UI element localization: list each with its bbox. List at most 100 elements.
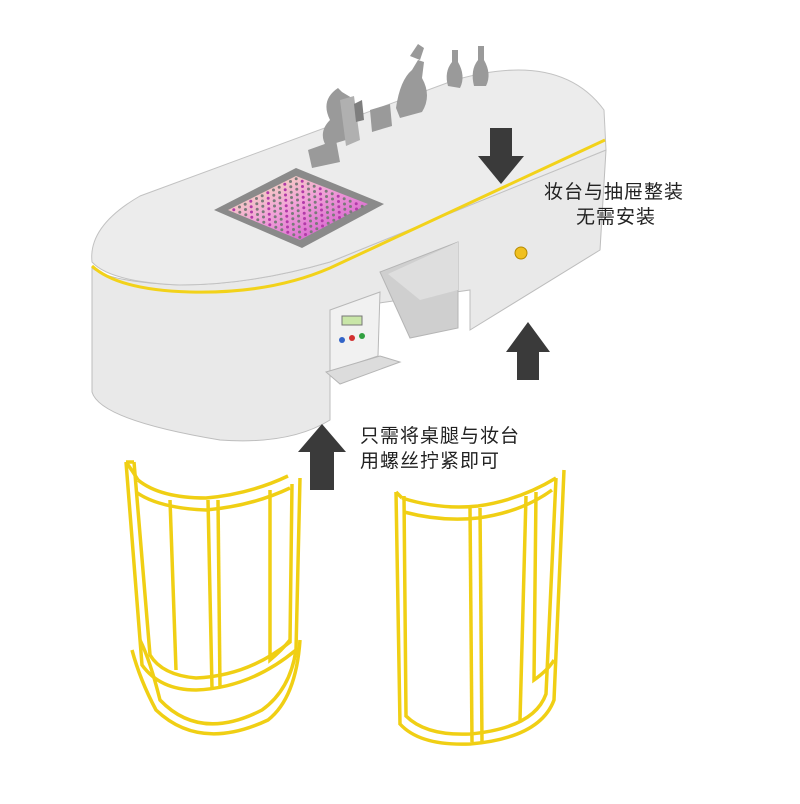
led-dot	[306, 182, 310, 186]
led-dot	[295, 193, 299, 197]
led-dot	[232, 208, 236, 212]
led-dot	[250, 210, 253, 214]
led-dot	[308, 208, 312, 212]
led-dot	[308, 214, 312, 218]
led-dot	[280, 228, 284, 232]
vanity-table	[90, 44, 607, 442]
led-dot	[342, 197, 346, 201]
control-display	[341, 315, 363, 326]
annotation-top-right: 妆台与抽屉整装 无需安装	[544, 180, 684, 230]
led-dot	[313, 190, 316, 193]
led-dot	[261, 199, 264, 203]
led-dot	[268, 223, 272, 227]
led-dot	[319, 203, 323, 207]
led-dot	[319, 192, 322, 196]
led-dot	[301, 195, 305, 199]
cosmetic-bottles	[308, 44, 489, 168]
led-dot	[268, 218, 271, 221]
led-dot	[336, 194, 340, 198]
left-leg-frame	[124, 460, 302, 736]
annotation-middle-line-2: 用螺丝拧紧即可	[360, 450, 501, 472]
led-dot	[326, 211, 329, 214]
led-dot	[272, 199, 276, 203]
led-dot	[321, 224, 324, 228]
led-dot	[331, 197, 334, 201]
led-dot	[337, 210, 341, 214]
control-button-red	[349, 335, 355, 341]
led-dot	[297, 214, 300, 218]
led-dot	[266, 196, 270, 200]
led-dot	[272, 188, 275, 192]
led-dot	[278, 196, 282, 200]
led-dot	[303, 227, 307, 231]
led-dot	[331, 202, 335, 206]
led-dot	[301, 190, 305, 194]
led-dot	[256, 213, 259, 216]
led-dot	[291, 217, 295, 221]
led-dot	[290, 196, 293, 199]
led-dot	[285, 209, 288, 213]
led-dot	[360, 204, 364, 208]
arrow-up-middle	[298, 424, 346, 490]
annotation-top-right-line-2: 无需安装	[576, 206, 657, 228]
led-dot	[295, 182, 298, 186]
led-dot	[332, 218, 336, 222]
led-dot	[249, 199, 253, 203]
led-dot	[313, 200, 317, 204]
led-dot	[267, 212, 271, 216]
led-dot	[261, 204, 265, 208]
led-dot	[343, 213, 347, 217]
led-dot	[238, 205, 241, 209]
led-dot	[250, 215, 254, 219]
led-dot	[260, 194, 264, 198]
led-dot	[292, 228, 295, 231]
control-button-blue	[339, 337, 345, 343]
led-dot	[290, 206, 294, 210]
led-dot	[308, 203, 311, 207]
led-dot	[307, 187, 310, 191]
led-dot	[255, 207, 259, 211]
lower-shelf	[324, 355, 402, 385]
arrow-up-right	[506, 322, 550, 380]
led-dot	[298, 230, 301, 234]
led-dot	[291, 212, 294, 215]
led-dot	[294, 177, 298, 181]
annotation-top-right-line-1: 妆台与抽屉整装	[544, 181, 685, 203]
led-dot	[267, 207, 271, 211]
led-dot	[320, 208, 323, 212]
led-dot	[296, 203, 300, 207]
led-dot	[296, 209, 300, 213]
led-dot	[313, 195, 317, 199]
led-dot	[255, 202, 259, 206]
led-dot	[273, 215, 277, 219]
led-dot	[303, 222, 307, 226]
annotation-middle: 只需将桌腿与妆台 用螺丝拧紧即可	[360, 424, 520, 474]
led-dot	[266, 191, 270, 195]
led-dot	[355, 207, 358, 211]
led-dot	[279, 217, 283, 221]
led-dot	[307, 192, 311, 196]
led-dot	[318, 187, 322, 191]
led-dot	[238, 210, 242, 214]
annotation-middle-line-1: 只需将桌腿与妆台	[360, 425, 521, 447]
led-dot	[292, 233, 296, 237]
led-dot	[289, 190, 293, 194]
led-dot	[278, 201, 282, 205]
led-dot	[302, 201, 305, 204]
led-dot	[286, 225, 289, 229]
led-dot	[297, 219, 301, 223]
led-dot	[244, 208, 247, 211]
led-dot	[337, 200, 340, 203]
led-dot	[283, 188, 287, 192]
led-dot	[325, 205, 329, 209]
led-dot	[302, 206, 306, 210]
led-dot	[284, 204, 288, 208]
led-dot	[315, 227, 319, 231]
led-dot	[337, 205, 341, 209]
led-dot	[312, 184, 316, 188]
led-dot	[304, 233, 307, 236]
led-dot	[279, 207, 282, 210]
led-dot	[277, 185, 281, 189]
control-button-green	[359, 333, 365, 339]
